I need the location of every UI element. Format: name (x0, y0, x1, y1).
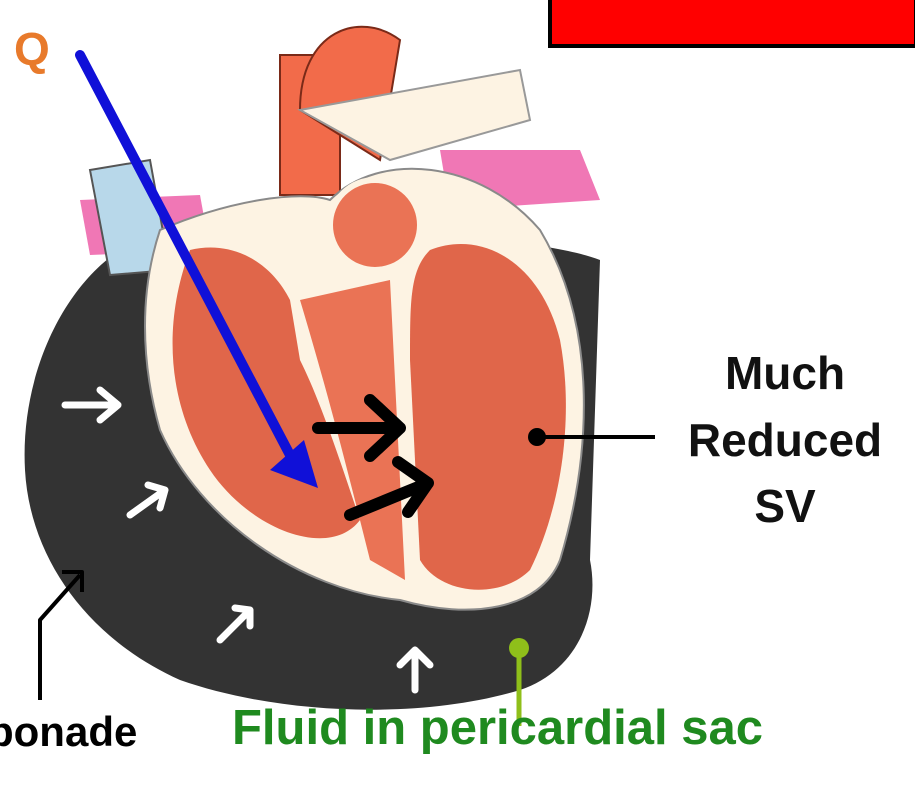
flow-label: Q (14, 22, 50, 76)
stroke-volume-label: Much Reduced SV (640, 340, 915, 540)
sv-line-2: Reduced (640, 407, 915, 474)
sv-line-3: SV (640, 473, 915, 540)
fluid-pointer-dot (509, 638, 529, 658)
fluid-label: Fluid in pericardial sac (232, 700, 763, 756)
aortic-root (330, 180, 420, 270)
sv-line-1: Much (640, 340, 915, 407)
tamponade-label: ponade (0, 708, 137, 756)
